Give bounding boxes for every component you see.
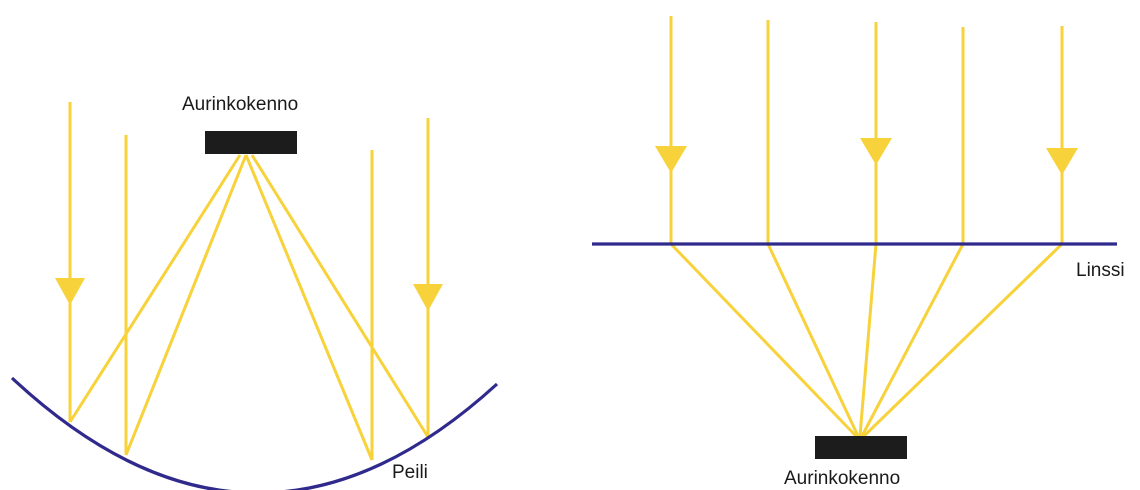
lens-refracted-ray-4 [860, 243, 965, 437]
mirror-arrowhead-4 [413, 284, 443, 311]
lens-collector-label: Aurinkokenno [784, 468, 900, 489]
mirror-surface-label: Peili [392, 462, 428, 483]
mirror-panel: Aurinkokenno Peili [10, 94, 499, 490]
mirror-collector-label: Aurinkokenno [182, 94, 298, 115]
lens-arrowhead-5 [1046, 148, 1078, 175]
mirror-solar-collector [205, 131, 297, 154]
lens-surface-label: Linssi [1076, 260, 1125, 281]
lens-arrowhead-1 [655, 146, 687, 173]
lens-arrowhead-3 [860, 138, 892, 165]
mirror-surface [10, 376, 499, 490]
lens-panel: Linssi Aurinkokenno [592, 16, 1125, 489]
mirror-reflected-ray-4 [250, 154, 430, 438]
mirror-arrowhead-1 [55, 278, 85, 305]
lens-solar-collector [815, 436, 907, 459]
lens-refracted-ray-5 [862, 242, 1064, 438]
mirror-reflected-ray-1 [68, 154, 242, 423]
lens-refracted-ray-3 [858, 243, 878, 437]
mirror-reflected-ray-3 [244, 154, 374, 461]
lens-refracted-ray-1 [669, 242, 858, 438]
lens-refracted-ray-2 [766, 243, 860, 437]
mirror-reflected-ray-2 [124, 154, 248, 456]
